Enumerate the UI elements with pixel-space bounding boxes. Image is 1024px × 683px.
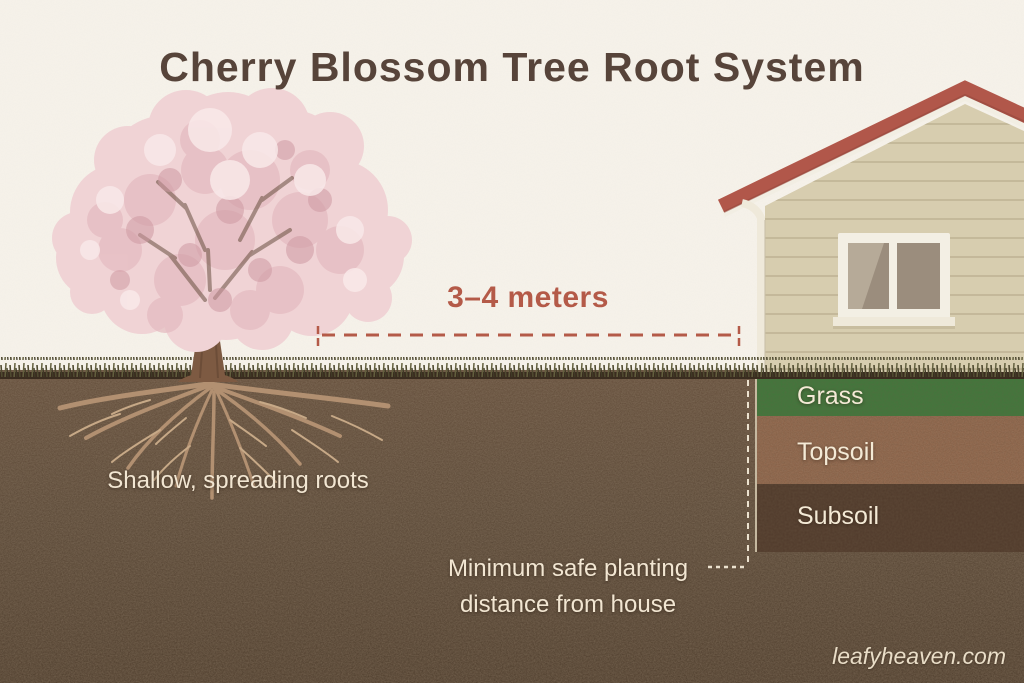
grass-surface <box>0 357 1024 379</box>
safe-distance-guide-line <box>708 380 749 569</box>
house-window <box>833 233 955 329</box>
soil-layer-panel <box>755 376 1024 552</box>
house-illustration <box>717 80 1024 372</box>
distance-measure-line <box>316 326 741 348</box>
house-roof <box>717 80 1024 213</box>
downspout <box>741 199 765 372</box>
cherry-blossom-tree <box>52 88 412 382</box>
tree-roots <box>57 381 391 500</box>
